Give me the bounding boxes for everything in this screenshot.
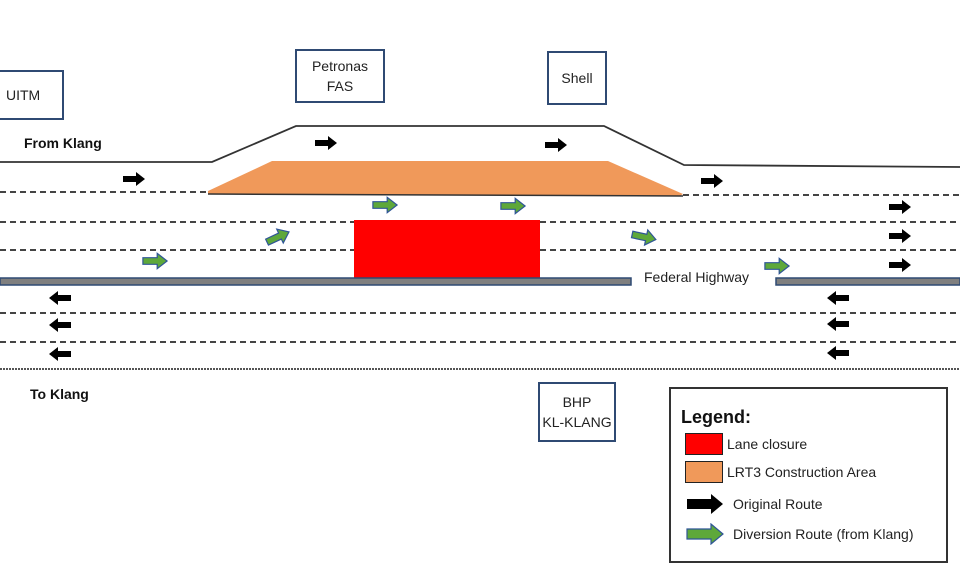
diversion-route-arrow: [630, 228, 657, 247]
diversion-route-arrow: [764, 257, 791, 275]
landmark-bhp: BHP KL-KLANG: [538, 382, 616, 442]
original-route-arrow: [827, 317, 849, 331]
black-arrow-icon: [687, 494, 723, 514]
landmark-petronas-line1: Petronas: [311, 58, 369, 74]
diversion-route-arrow: [500, 197, 527, 215]
original-route-arrow: [123, 172, 145, 186]
diversion-route-arrow: [264, 228, 290, 246]
legend-title: Legend:: [681, 407, 751, 427]
construction-swatch: [685, 461, 723, 483]
original-route-arrow: [49, 291, 71, 305]
landmark-petronas-line2: FAS: [326, 78, 354, 94]
original-route-arrow: [889, 229, 911, 243]
legend-label: Original Route: [733, 496, 823, 512]
original-route-arrow: [827, 291, 849, 305]
to-klang-label: To Klang: [30, 386, 89, 402]
lane-closure-swatch: [685, 433, 723, 455]
landmark-uitm: UITM: [0, 70, 64, 120]
original-route-arrow: [889, 258, 911, 272]
legend-item-diversion-route: Diversion Route (from Klang): [685, 522, 914, 546]
diversion-route-arrow: [372, 196, 399, 214]
median-right: [775, 277, 960, 286]
landmark-petronas: Petronas FAS: [295, 49, 385, 103]
original-route-arrow: [827, 346, 849, 360]
legend-label: Diversion Route (from Klang): [733, 526, 914, 542]
original-route-arrow: [49, 347, 71, 361]
landmark-bhp-line1: BHP: [562, 394, 592, 410]
landmark-uitm-label: UITM: [6, 87, 41, 103]
landmark-shell-label: Shell: [561, 70, 593, 86]
green-arrow-icon: [686, 523, 724, 545]
landmark-shell: Shell: [547, 51, 607, 105]
legend-label: LRT3 Construction Area: [727, 464, 877, 480]
original-route-arrow: [889, 200, 911, 214]
median-left: [0, 277, 632, 286]
landmark-bhp-line2: KL-KLANG: [542, 414, 612, 430]
legend-item-construction: LRT3 Construction Area: [685, 460, 876, 484]
lrt3-construction-area: [208, 161, 683, 196]
construction-base-line: [207, 193, 684, 197]
original-route-arrow: [315, 136, 337, 150]
from-klang-label: From Klang: [24, 135, 102, 151]
legend-item-lane-closure: Lane closure: [685, 432, 807, 456]
diversion-route-arrow: [142, 252, 169, 270]
federal-highway-label: Federal Highway: [638, 269, 756, 285]
legend: Legend: Lane closure LRT3 Construction A…: [669, 387, 948, 563]
original-route-arrow: [545, 138, 567, 152]
legend-label: Lane closure: [727, 436, 808, 452]
lane-closure-block: [354, 220, 540, 278]
original-route-arrow: [49, 318, 71, 332]
original-route-arrow: [701, 174, 723, 188]
service-road-edge: [0, 125, 960, 168]
legend-item-original-route: Original Route: [685, 492, 823, 516]
